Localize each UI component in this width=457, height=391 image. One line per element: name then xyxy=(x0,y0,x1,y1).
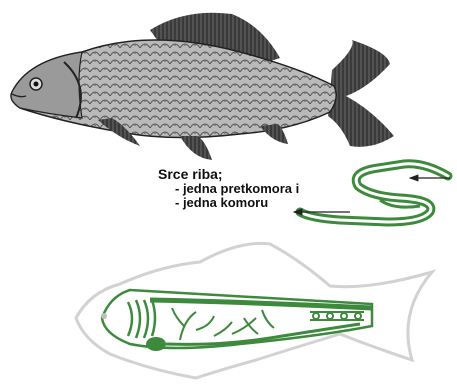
fish-heart xyxy=(146,337,166,351)
carp-illustration xyxy=(11,13,394,160)
anatomy-fish xyxy=(76,243,432,378)
anatomy-eye xyxy=(101,313,107,319)
caption-line-atrium: - jedna pretkomora i xyxy=(175,181,299,196)
caption-line-ventricle: - jedna komoru xyxy=(175,195,268,210)
tail-fin xyxy=(328,40,394,147)
heart-tube-diagram xyxy=(294,164,450,222)
pelvic-fin xyxy=(180,136,212,160)
carp-head xyxy=(11,52,82,118)
caption-title: Srce riba; xyxy=(158,166,223,182)
